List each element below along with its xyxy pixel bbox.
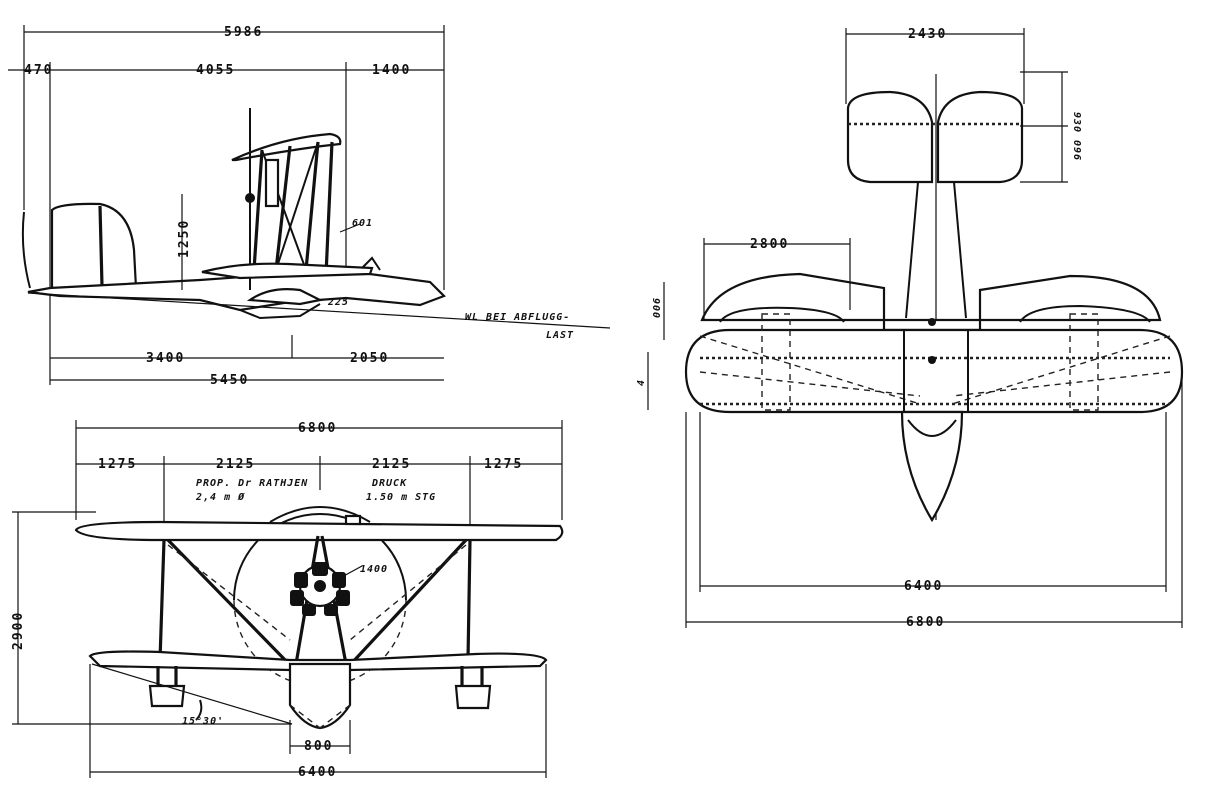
tail-dim-2: 096	[1071, 140, 1082, 161]
upper-wing-side	[231, 132, 342, 162]
dim-overall: 5986	[224, 25, 263, 40]
strut-c	[304, 141, 320, 271]
engine-leader	[339, 565, 363, 579]
bracing-left-1	[699, 335, 921, 405]
dim-tail-span: 2430	[908, 27, 947, 42]
strut-d	[324, 141, 334, 276]
float-right	[454, 684, 492, 710]
lower-wing-front	[88, 650, 548, 672]
float-outline-right	[1069, 313, 1099, 411]
tailplane-tip	[361, 256, 381, 271]
engine-dim: 1400	[360, 564, 388, 575]
propeller-disc-upper	[233, 513, 407, 601]
dim-small: 601	[352, 218, 373, 229]
bracing-right-2	[951, 371, 1171, 397]
dim-hull-front: 3400	[146, 351, 185, 366]
front-view: 6800 1275 2125 2125 1275 PROP. Dr RATHJE…	[11, 420, 564, 780]
strut-a	[252, 149, 264, 271]
waterline	[27, 292, 611, 329]
dim-lower-span: 6400	[904, 579, 943, 594]
dim-rear: 1400	[372, 63, 411, 78]
engine-side	[264, 158, 280, 208]
tailplane-right	[936, 90, 1024, 184]
lower-wing-top	[684, 328, 1184, 414]
dim-hull-total: 5450	[210, 373, 249, 388]
dim-seg-1: 1275	[98, 457, 137, 472]
wire-right-2	[349, 544, 467, 641]
leader-small	[339, 223, 361, 233]
waterline-note: WL BEI ABFLUGG-	[465, 312, 570, 323]
waterline-note-2: LAST	[546, 330, 574, 341]
dim-float-span: 6400	[298, 765, 337, 780]
dim-small2: 225	[327, 297, 349, 308]
prop-note: PROP. Dr RATHJEN	[196, 478, 308, 489]
dim-hull-rear: 2050	[350, 351, 389, 366]
dim-front: 470	[24, 63, 53, 78]
engine-mount-point	[928, 356, 936, 364]
radial-engine	[290, 562, 350, 616]
druck-note-2: 1.50 m STG	[366, 492, 436, 503]
druck-note: DRUCK	[371, 478, 407, 489]
tail-tip	[21, 211, 31, 289]
bracing-right-1	[951, 335, 1171, 405]
aileron-left	[719, 306, 845, 323]
dim-seg-3: 2125	[372, 457, 411, 472]
angle-arc	[195, 699, 203, 721]
wing-depth: 006	[652, 297, 663, 318]
bracing-left-2	[699, 371, 921, 397]
hull-side	[27, 268, 446, 312]
lower-wing-side	[201, 262, 374, 280]
dim-span: 6800	[298, 421, 337, 436]
rear-fuselage	[905, 181, 967, 319]
dim-mid: 4055	[196, 63, 235, 78]
strut-left	[158, 539, 166, 661]
dim-seg-2: 2125	[216, 457, 255, 472]
upper-wing-front	[74, 520, 564, 542]
wing-gap: 4	[636, 379, 647, 386]
dim-height-front: 2900	[11, 611, 26, 650]
top-view: 2430 930 096 2800 006 4	[636, 27, 1184, 630]
strut-right	[466, 539, 472, 661]
prop-hub	[245, 193, 255, 203]
dim-wing: 2800	[750, 237, 789, 252]
tail-fin	[50, 202, 138, 290]
dim-hull-width: 800	[304, 739, 333, 754]
dim-upper-span: 6800	[906, 615, 945, 630]
rudder-hinge	[98, 205, 104, 287]
float-left	[148, 684, 186, 708]
aileron-right	[1019, 304, 1151, 323]
wing-float-side	[246, 288, 324, 306]
float-outline-left	[761, 313, 791, 411]
cockpit-outline	[907, 419, 957, 437]
brace-2	[275, 141, 319, 271]
dim-seg-4: 1275	[484, 457, 523, 472]
prop-note-2: 2,4 m Ø	[195, 491, 245, 503]
dim-height: 1250	[177, 219, 192, 258]
dihedral-line	[91, 663, 293, 725]
cabane-point	[928, 318, 936, 326]
side-view: 5986 470 4055 1400 1250 601	[8, 25, 611, 388]
tailplane-left	[846, 90, 934, 184]
tail-dim-1: 930	[1071, 112, 1082, 133]
hull-front	[288, 662, 352, 730]
wire-left-2	[167, 544, 291, 641]
header-tank	[344, 514, 362, 526]
hull-nose-top	[900, 410, 964, 523]
angle-label: 15°30'	[182, 716, 224, 727]
